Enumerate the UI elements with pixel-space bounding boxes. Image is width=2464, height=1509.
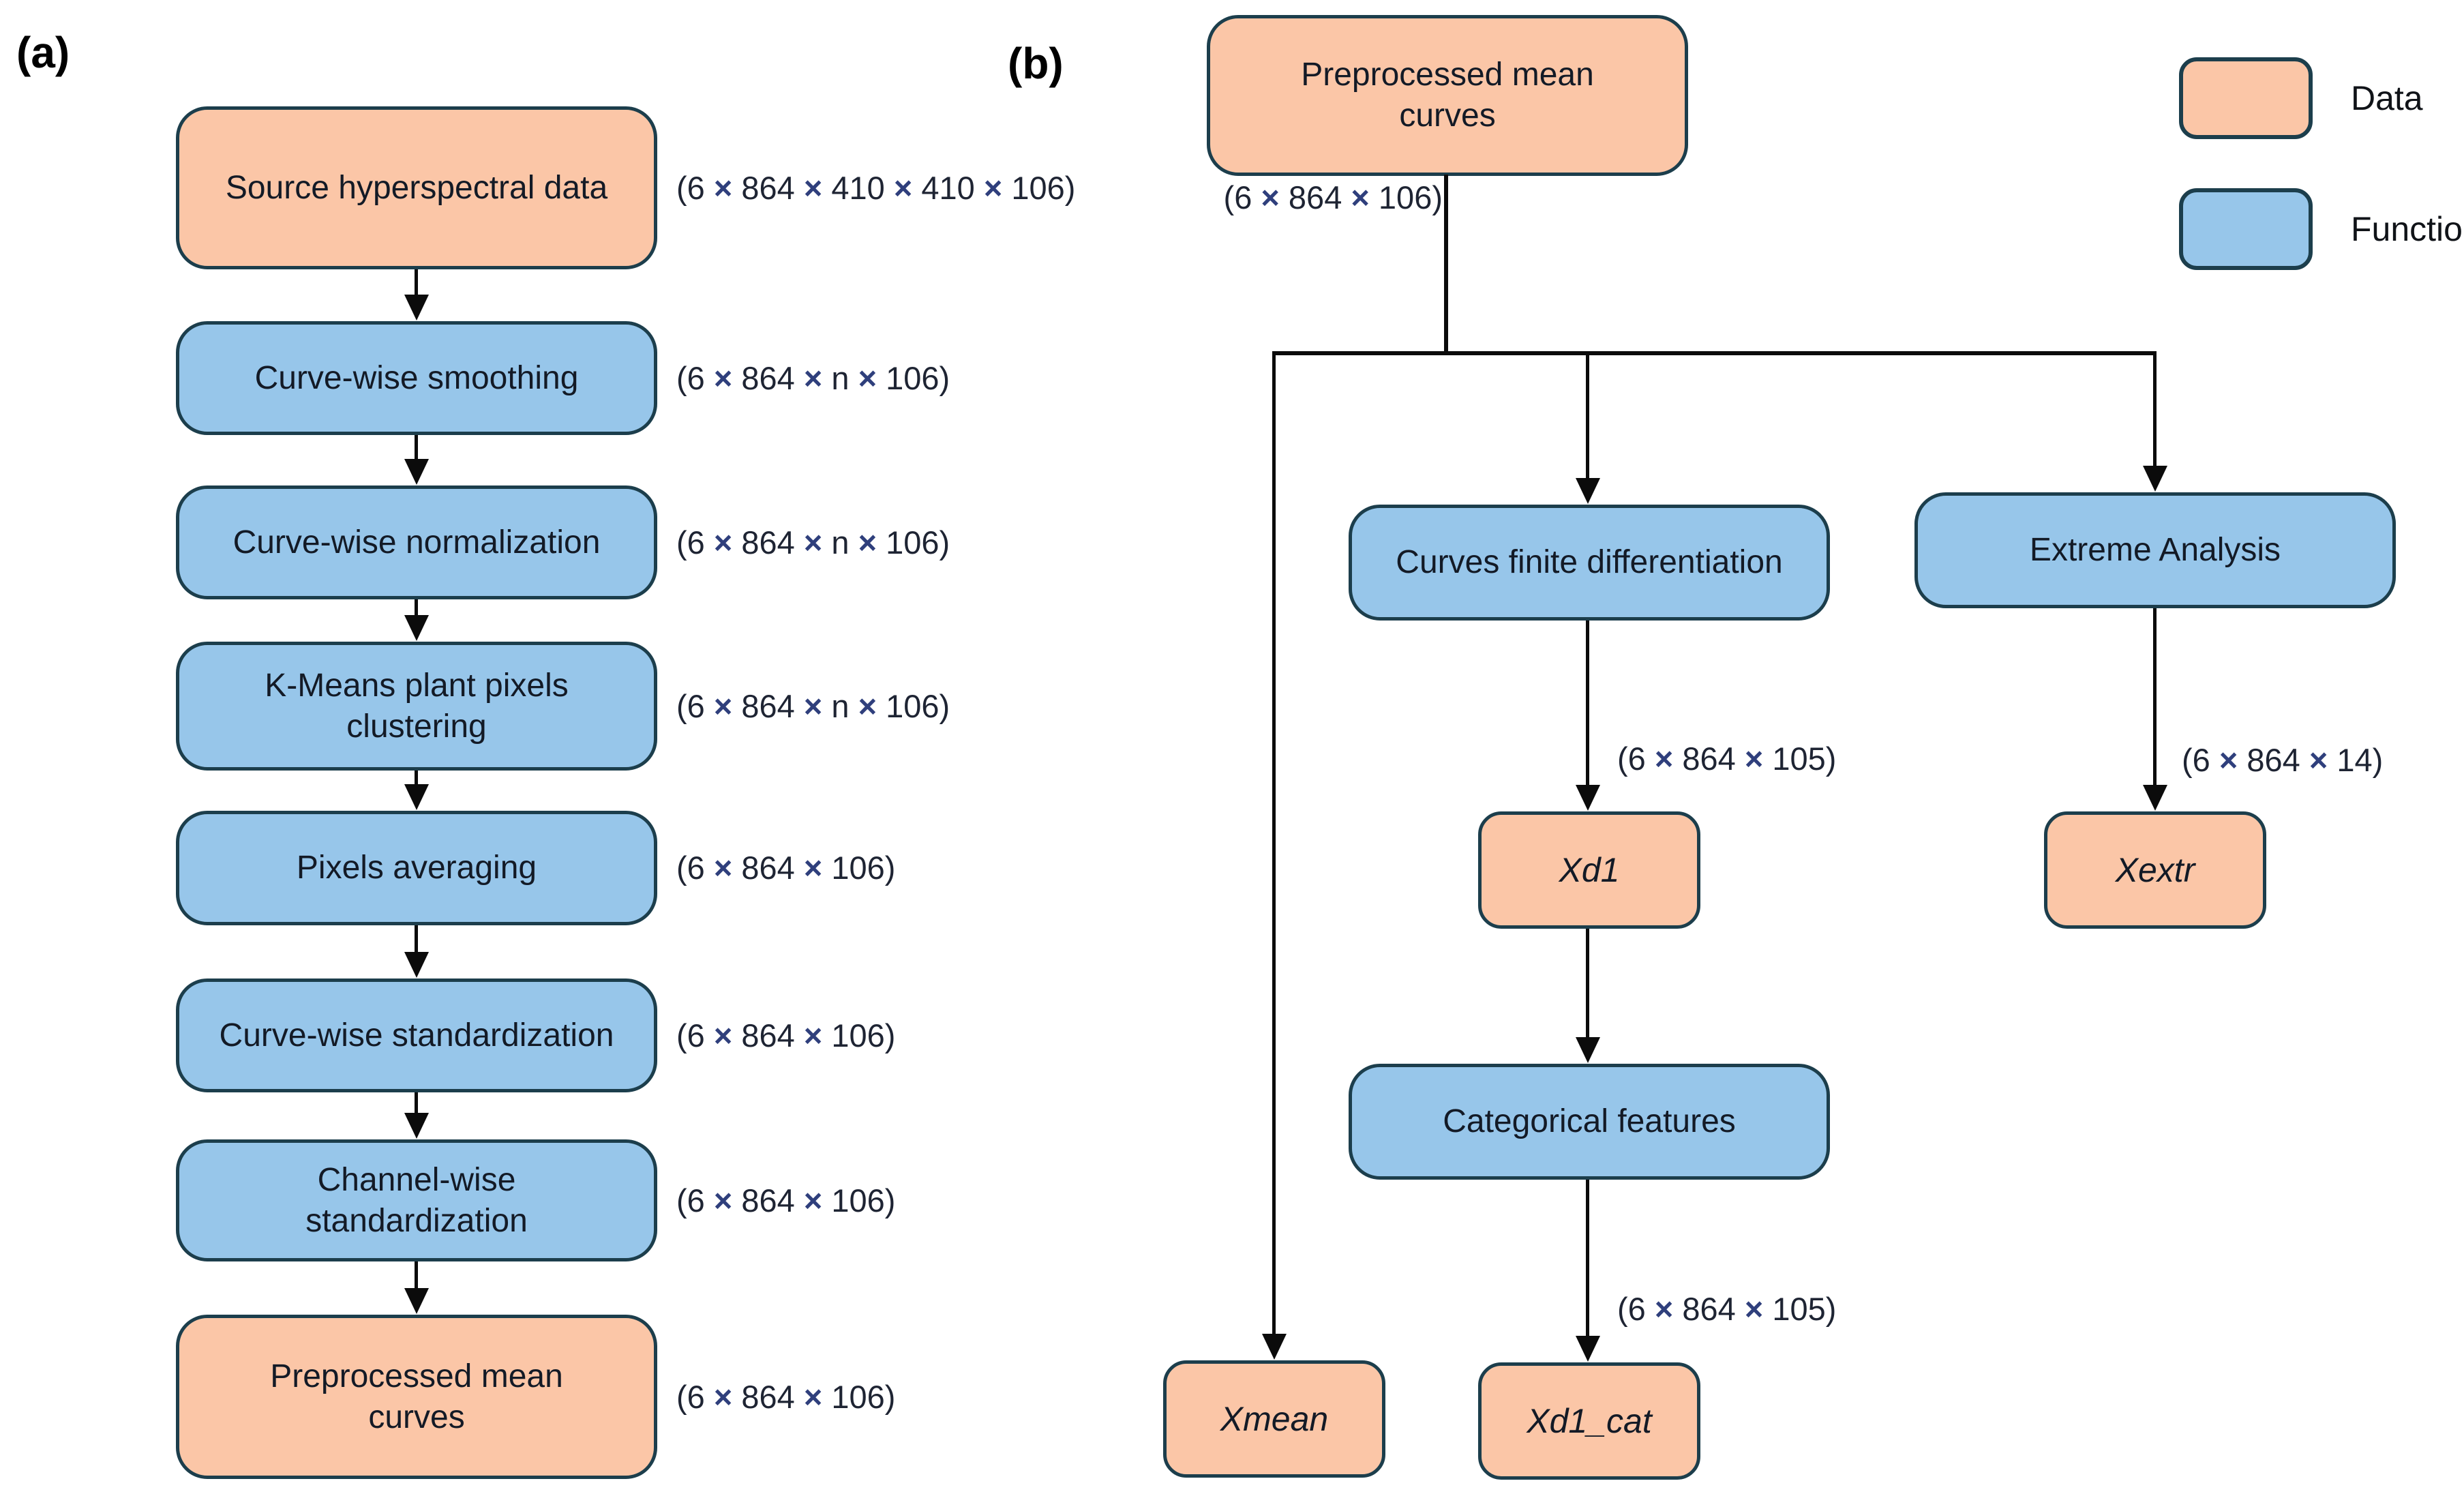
node-label: Xmean: [1220, 1400, 1329, 1438]
node-preprocessed-mean-curves-a: Preprocessed mean curves: [176, 1315, 657, 1479]
node-label: Channel-wise: [317, 1161, 516, 1198]
legend-function-label: Function: [2351, 210, 2464, 248]
node-label: curves: [368, 1399, 465, 1435]
times-sign: ×: [1744, 1291, 1764, 1327]
branch-rail: [1272, 351, 2157, 355]
flow-arrow: [415, 435, 418, 460]
legend-function-swatch: [2179, 188, 2313, 270]
flow-arrow-to-xextr: [2153, 608, 2157, 786]
times-sign: ×: [803, 170, 823, 206]
times-sign: ×: [858, 688, 877, 724]
times-sign: ×: [713, 1379, 733, 1415]
times-sign: ×: [713, 1182, 733, 1219]
flow-arrow-to-categorical-features: [1586, 929, 1589, 1038]
node-label: Categorical features: [1443, 1103, 1736, 1139]
flow-arrow: [415, 925, 418, 953]
node-curve-wise-standardization: Curve-wise standardization: [176, 978, 657, 1092]
node-label: Pixels averaging: [296, 850, 537, 886]
dim-label-curve-wise-smoothing: (6 × 864 × n × 106): [676, 360, 950, 396]
node-kmeans-plant-pixels-clustering: K-Means plant pixels clustering: [176, 642, 657, 771]
node-curve-wise-smoothing: Curve-wise smoothing: [176, 321, 657, 435]
dim-label-root: (6 × 864 × 106): [1223, 179, 1443, 215]
node-label: Source hyperspectral data: [225, 169, 608, 206]
flow-arrow-to-curves-finite-differentiation: [1586, 351, 1589, 479]
times-sign: ×: [1351, 179, 1370, 215]
times-sign: ×: [803, 1182, 823, 1219]
times-sign: ×: [803, 1379, 823, 1415]
times-sign: ×: [713, 170, 733, 206]
times-sign: ×: [803, 688, 823, 724]
legend-data-swatch: [2179, 57, 2313, 139]
legend-data-label: Data: [2351, 79, 2423, 117]
flow-arrow: [415, 1092, 418, 1114]
times-sign: ×: [713, 1017, 733, 1054]
node-label: Curve-wise normalization: [232, 524, 601, 561]
node-label: Curve-wise standardization: [219, 1017, 614, 1054]
node-curves-finite-differentiation: Curves finite differentiation: [1349, 505, 1830, 621]
dim-label-curve-wise-standardization: (6 × 864 × 106): [676, 1017, 896, 1054]
dim-label-xd1-cat: (6 × 864 × 105): [1617, 1291, 1837, 1327]
times-sign: ×: [1744, 741, 1764, 777]
times-sign: ×: [2309, 742, 2328, 778]
node-channel-wise-standardization: Channel-wise standardization: [176, 1139, 657, 1261]
times-sign: ×: [803, 1017, 823, 1054]
times-sign: ×: [803, 850, 823, 886]
node-label: Xd1: [1559, 851, 1620, 889]
dim-label-xextr: (6 × 864 × 14): [2182, 742, 2384, 778]
node-label: clustering: [346, 708, 487, 745]
panel-b-label: (b): [1008, 39, 1064, 88]
panel-a-label: (a): [16, 28, 70, 77]
flow-arrow: [415, 269, 418, 295]
times-sign: ×: [713, 524, 733, 561]
node-xd1: Xd1: [1478, 811, 1700, 929]
flow-arrow-to-xd1: [1586, 621, 1589, 786]
times-sign: ×: [858, 524, 877, 561]
node-label: Xd1_cat: [1527, 1402, 1652, 1440]
node-label: curves: [1399, 98, 1496, 134]
times-sign: ×: [803, 524, 823, 561]
flow-arrow: [415, 599, 418, 616]
trunk-line: [1444, 175, 1448, 353]
node-extreme-analysis: Extreme Analysis: [1914, 492, 2396, 608]
times-sign: ×: [803, 360, 823, 396]
dim-label-xd1: (6 × 864 × 105): [1617, 741, 1837, 777]
times-sign: ×: [1654, 1291, 1674, 1327]
flow-arrow-to-xmean: [1272, 351, 1276, 1334]
node-label: Preprocessed mean: [1301, 57, 1594, 93]
node-curve-wise-normalization: Curve-wise normalization: [176, 485, 657, 599]
node-label: Xextr: [2115, 851, 2195, 889]
times-sign: ×: [1654, 741, 1674, 777]
dim-label-kmeans-plant-pixels-clustering: (6 × 864 × n × 106): [676, 688, 950, 724]
node-preprocessed-mean-curves-b: Preprocessed mean curves: [1207, 15, 1688, 176]
times-sign: ×: [713, 850, 733, 886]
times-sign: ×: [983, 170, 1003, 206]
node-xmean: Xmean: [1163, 1360, 1385, 1478]
times-sign: ×: [893, 170, 913, 206]
dim-label-curve-wise-normalization: (6 × 864 × n × 106): [676, 524, 950, 561]
node-categorical-features: Categorical features: [1349, 1064, 1830, 1180]
node-label: Curve-wise smoothing: [254, 359, 579, 396]
dim-label-channel-wise-standardization: (6 × 864 × 106): [676, 1182, 896, 1219]
node-label: Curves finite differentiation: [1396, 544, 1783, 580]
dim-label-preprocessed-mean-curves-a: (6 × 864 × 106): [676, 1379, 896, 1415]
dim-label-source-hyperspectral-data: (6 × 864 × 410 × 410 × 106): [676, 170, 1076, 206]
node-label: standardization: [305, 1202, 528, 1239]
node-xextr: Xextr: [2044, 811, 2266, 929]
times-sign: ×: [1261, 179, 1280, 215]
node-source-hyperspectral-data: Source hyperspectral data: [176, 106, 657, 269]
flow-arrow: [415, 771, 418, 785]
times-sign: ×: [858, 360, 877, 396]
times-sign: ×: [713, 688, 733, 724]
node-label: K-Means plant pixels: [265, 667, 569, 704]
node-label: Extreme Analysis: [2029, 532, 2281, 568]
flow-arrow-to-xd1-cat: [1586, 1180, 1589, 1336]
node-label: Preprocessed mean: [270, 1358, 563, 1394]
flow-arrow: [415, 1261, 418, 1289]
dim-label-pixels-averaging: (6 × 864 × 106): [676, 850, 896, 886]
times-sign: ×: [2219, 742, 2238, 778]
node-pixels-averaging: Pixels averaging: [176, 811, 657, 925]
flow-arrow-to-extreme-analysis: [2153, 351, 2157, 466]
times-sign: ×: [713, 360, 733, 396]
node-xd1-cat: Xd1_cat: [1478, 1362, 1700, 1480]
